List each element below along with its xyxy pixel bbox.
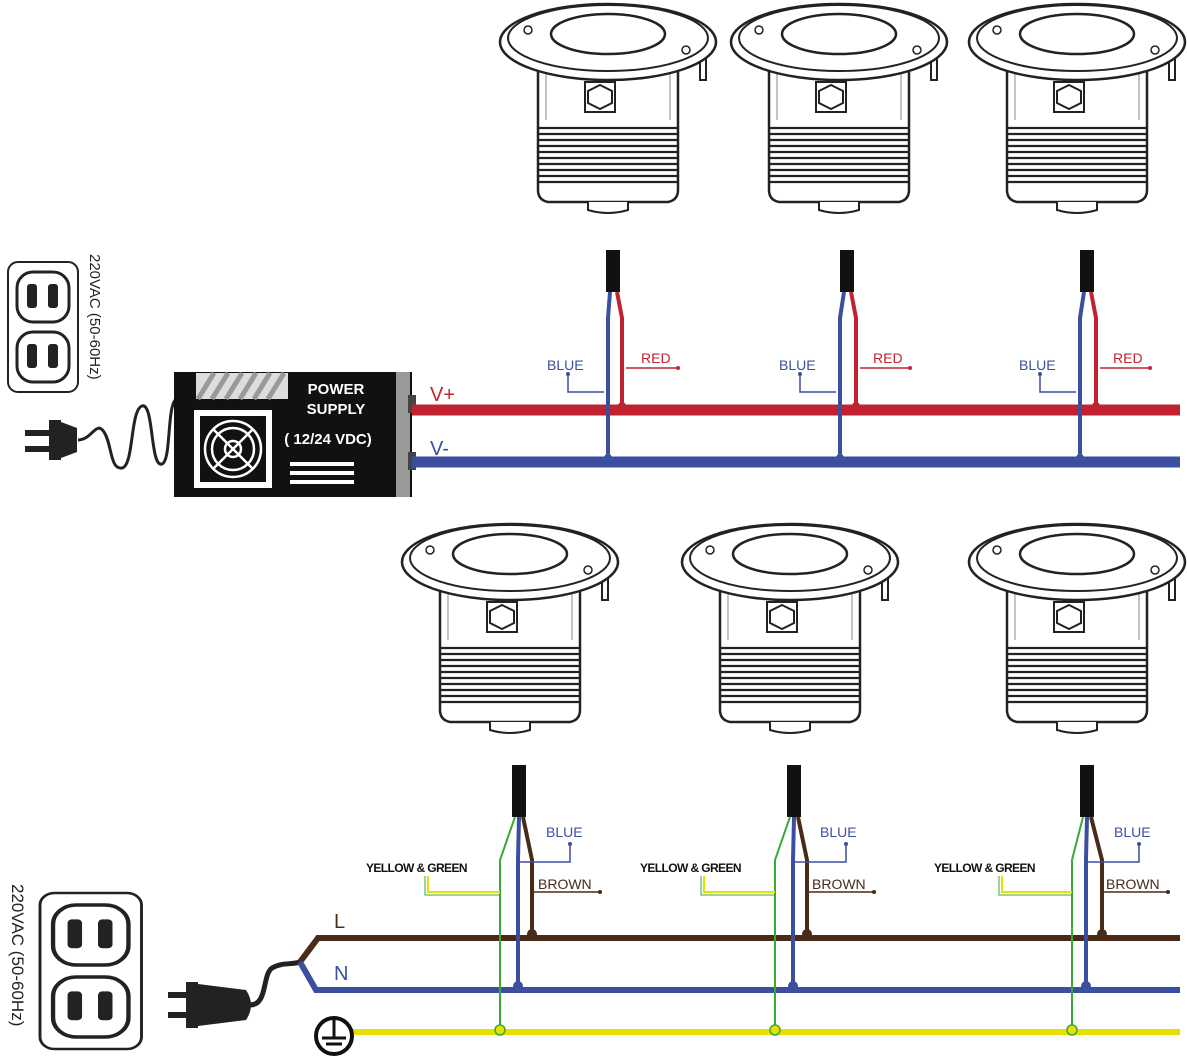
negative-rail-label: V- [430, 438, 449, 460]
coiled-cable-dc [77, 396, 179, 470]
power-supply: POWER SUPPLY ( 12/24 VDC) [174, 371, 416, 497]
fan-icon [194, 410, 272, 488]
ac-earth-label-2: YELLOW & GREEN [640, 861, 741, 875]
wall-outlet-ac [40, 893, 142, 1049]
earth-ground-icon [314, 1016, 354, 1056]
ac-earth-label-3: YELLOW & GREEN [934, 861, 1035, 875]
ac-blue-label-2: BLUE [820, 824, 857, 840]
power-plug-dc [25, 420, 77, 460]
power-supply-line2: SUPPLY [307, 401, 366, 418]
ac-blue-label-3: BLUE [1114, 824, 1151, 840]
ac-fixture-2: BLUE BROWN YELLOW & GREEN [640, 522, 900, 1036]
ac-brown-label-2: BROWN [812, 876, 866, 892]
ac-earth-label-1: YELLOW & GREEN [366, 861, 467, 875]
dc-red-label-1: RED [641, 350, 671, 366]
neutral-rail [297, 960, 1180, 993]
live-label: L [334, 911, 345, 933]
power-supply-line3: ( 12/24 VDC) [284, 431, 372, 448]
neutral-label: N [334, 963, 348, 985]
vent-lines [290, 462, 354, 484]
ac-fixture-1: BLUE BROWN YELLOW & GREEN [366, 522, 620, 1036]
outlet-label-dc: 220VAC (50-60Hz) [86, 254, 103, 380]
power-supply-line1: POWER [308, 381, 365, 398]
dc-fixture-2: BLUE RED [729, 2, 949, 462]
dc-blue-label-2: BLUE [779, 357, 816, 373]
hatched-label-area [195, 371, 288, 401]
positive-rail-label: V+ [430, 384, 455, 406]
ac-blue-label-1: BLUE [546, 824, 583, 840]
dc-section: 220VAC (50-60Hz) [6, 2, 1187, 497]
dc-fixture-1: BLUE RED [498, 2, 718, 462]
ac-brown-label-1: BROWN [538, 876, 592, 892]
dc-fixture-3: BLUE RED [967, 2, 1187, 462]
ac-fixture-3: BLUE BROWN YELLOW & GREEN [934, 522, 1187, 1036]
power-plug-ac [168, 982, 251, 1028]
ac-brown-label-3: BROWN [1106, 876, 1160, 892]
dc-red-label-2: RED [873, 350, 903, 366]
dc-blue-label-1: BLUE [547, 357, 584, 373]
dc-blue-label-3: BLUE [1019, 357, 1056, 373]
wall-outlet-dc [6, 260, 80, 394]
outlet-label-ac: 220VAC (50-60Hz) [8, 884, 27, 1026]
ac-section: 220VAC (50-60Hz) L N [8, 522, 1187, 1056]
live-rail [297, 935, 1180, 964]
ac-cord [249, 959, 301, 1008]
dc-red-label-3: RED [1113, 350, 1143, 366]
